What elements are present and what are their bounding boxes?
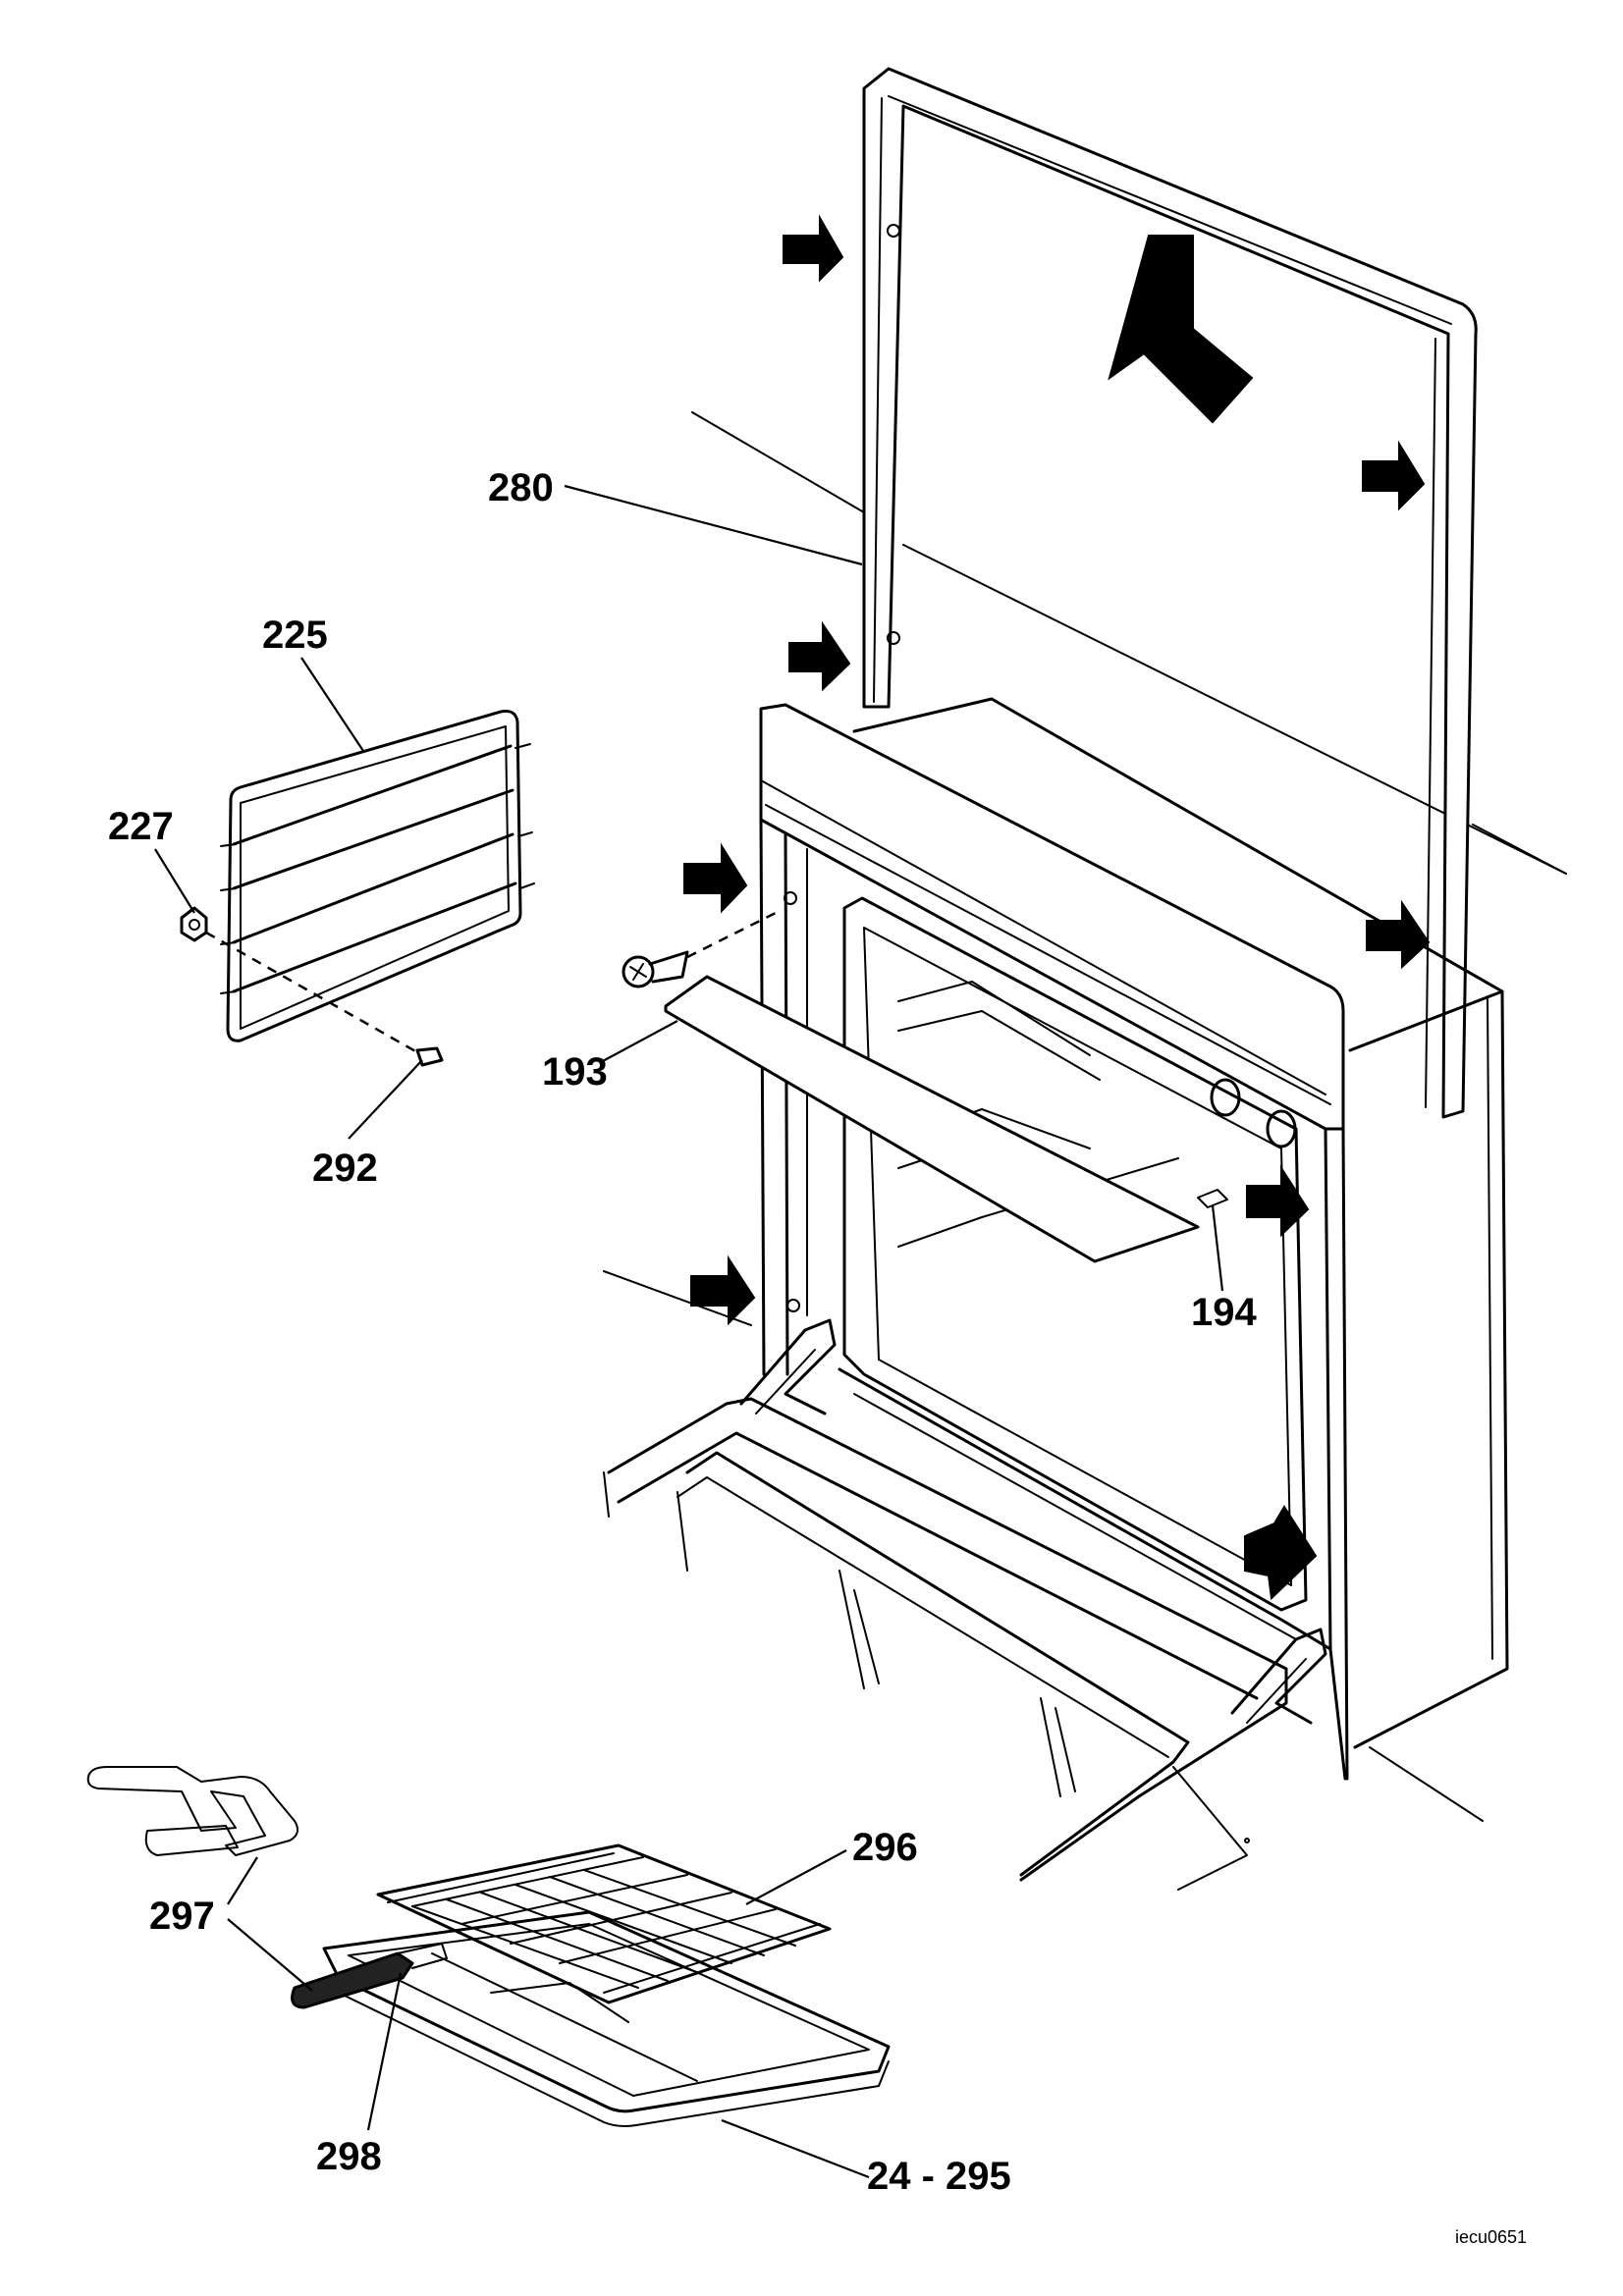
mounting-frame-panel [862,67,1478,1119]
arrow-icon [690,1255,756,1326]
arrow-icon [788,620,851,692]
figure-code: iecu0651 [1455,2227,1527,2247]
screw-292 [205,931,444,1067]
label-292: 292 [312,1147,378,1190]
arrow-icon [1246,1164,1310,1238]
label-296: 296 [852,1826,918,1869]
tray-handle-298 [291,1943,448,2009]
label-297: 297 [149,1895,215,1938]
wire-grill-296 [376,1843,832,2004]
label-24-295: 24 - 295 [867,2155,1011,2198]
arrow-icon [1244,1505,1318,1601]
direction-arrows [683,214,1431,1601]
label-298: 298 [316,2135,382,2178]
arrow-icon [1366,899,1431,970]
strip-193 [664,975,1228,1263]
drip-tray-24-295 [322,1910,891,2127]
side-shelf-rack [220,710,535,1042]
arrow-icon [1362,440,1426,511]
oven-door [603,1397,1288,1891]
wire-handle-297 [86,1766,299,1856]
label-225: 225 [262,614,328,657]
label-193: 193 [542,1050,608,1094]
arrow-icon [783,214,844,283]
oven-body [759,697,1509,1781]
part-labels: 280 225 227 292 193 194 296 297 298 24 -… [108,466,1527,2247]
label-227: 227 [108,805,174,848]
door-hinges [739,1318,1327,1725]
fixing-screw [622,911,777,988]
leader-lines [154,484,1224,2179]
label-194: 194 [1191,1291,1257,1334]
label-280: 280 [488,466,554,509]
arrow-icon [683,842,748,914]
arrow-icon [1108,235,1254,424]
